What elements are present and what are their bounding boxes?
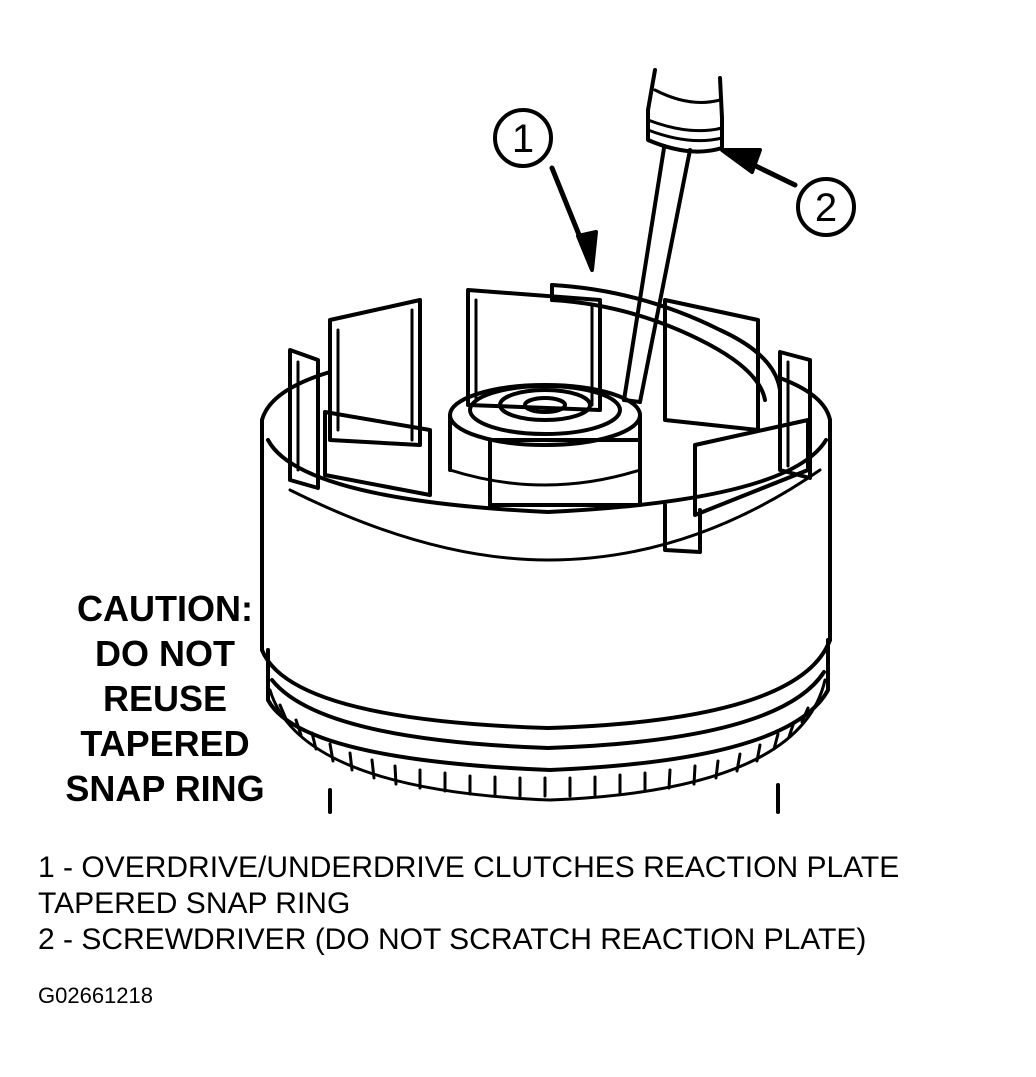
caution-line: TAPERED: [80, 723, 250, 764]
caution-line: SNAP RING: [65, 768, 265, 809]
callout-1-leader: [493, 108, 598, 272]
caution-note: CAUTION: DO NOT REUSE TAPERED SNAP RING: [30, 586, 300, 811]
callout-1-number: 1: [512, 117, 534, 161]
clutch-hub: [448, 383, 642, 487]
legend: 1 - OVERDRIVE/UNDERDRIVE CLUTCHES REACTI…: [38, 850, 899, 958]
figure-id: G02661218: [38, 983, 153, 1008]
clutch-drum: [260, 370, 832, 814]
legend-item-1-line-2: TAPERED SNAP RING: [38, 887, 351, 920]
screwdriver: [622, 68, 724, 404]
tapered-snap-ring: [550, 283, 782, 402]
caution-line: CAUTION:: [77, 588, 253, 629]
callout-2-leader: [720, 148, 856, 237]
legend-item-2: 2 - SCREWDRIVER (DO NOT SCRATCH REACTION…: [38, 923, 867, 956]
caution-line: DO NOT: [95, 633, 235, 674]
clutch-assembly-illustration: 1 2: [260, 68, 856, 814]
callout-2-number: 2: [815, 186, 837, 230]
caution-line: REUSE: [102, 678, 228, 719]
legend-item-1-line-1: 1 - OVERDRIVE/UNDERDRIVE CLUTCHES REACTI…: [38, 851, 900, 884]
